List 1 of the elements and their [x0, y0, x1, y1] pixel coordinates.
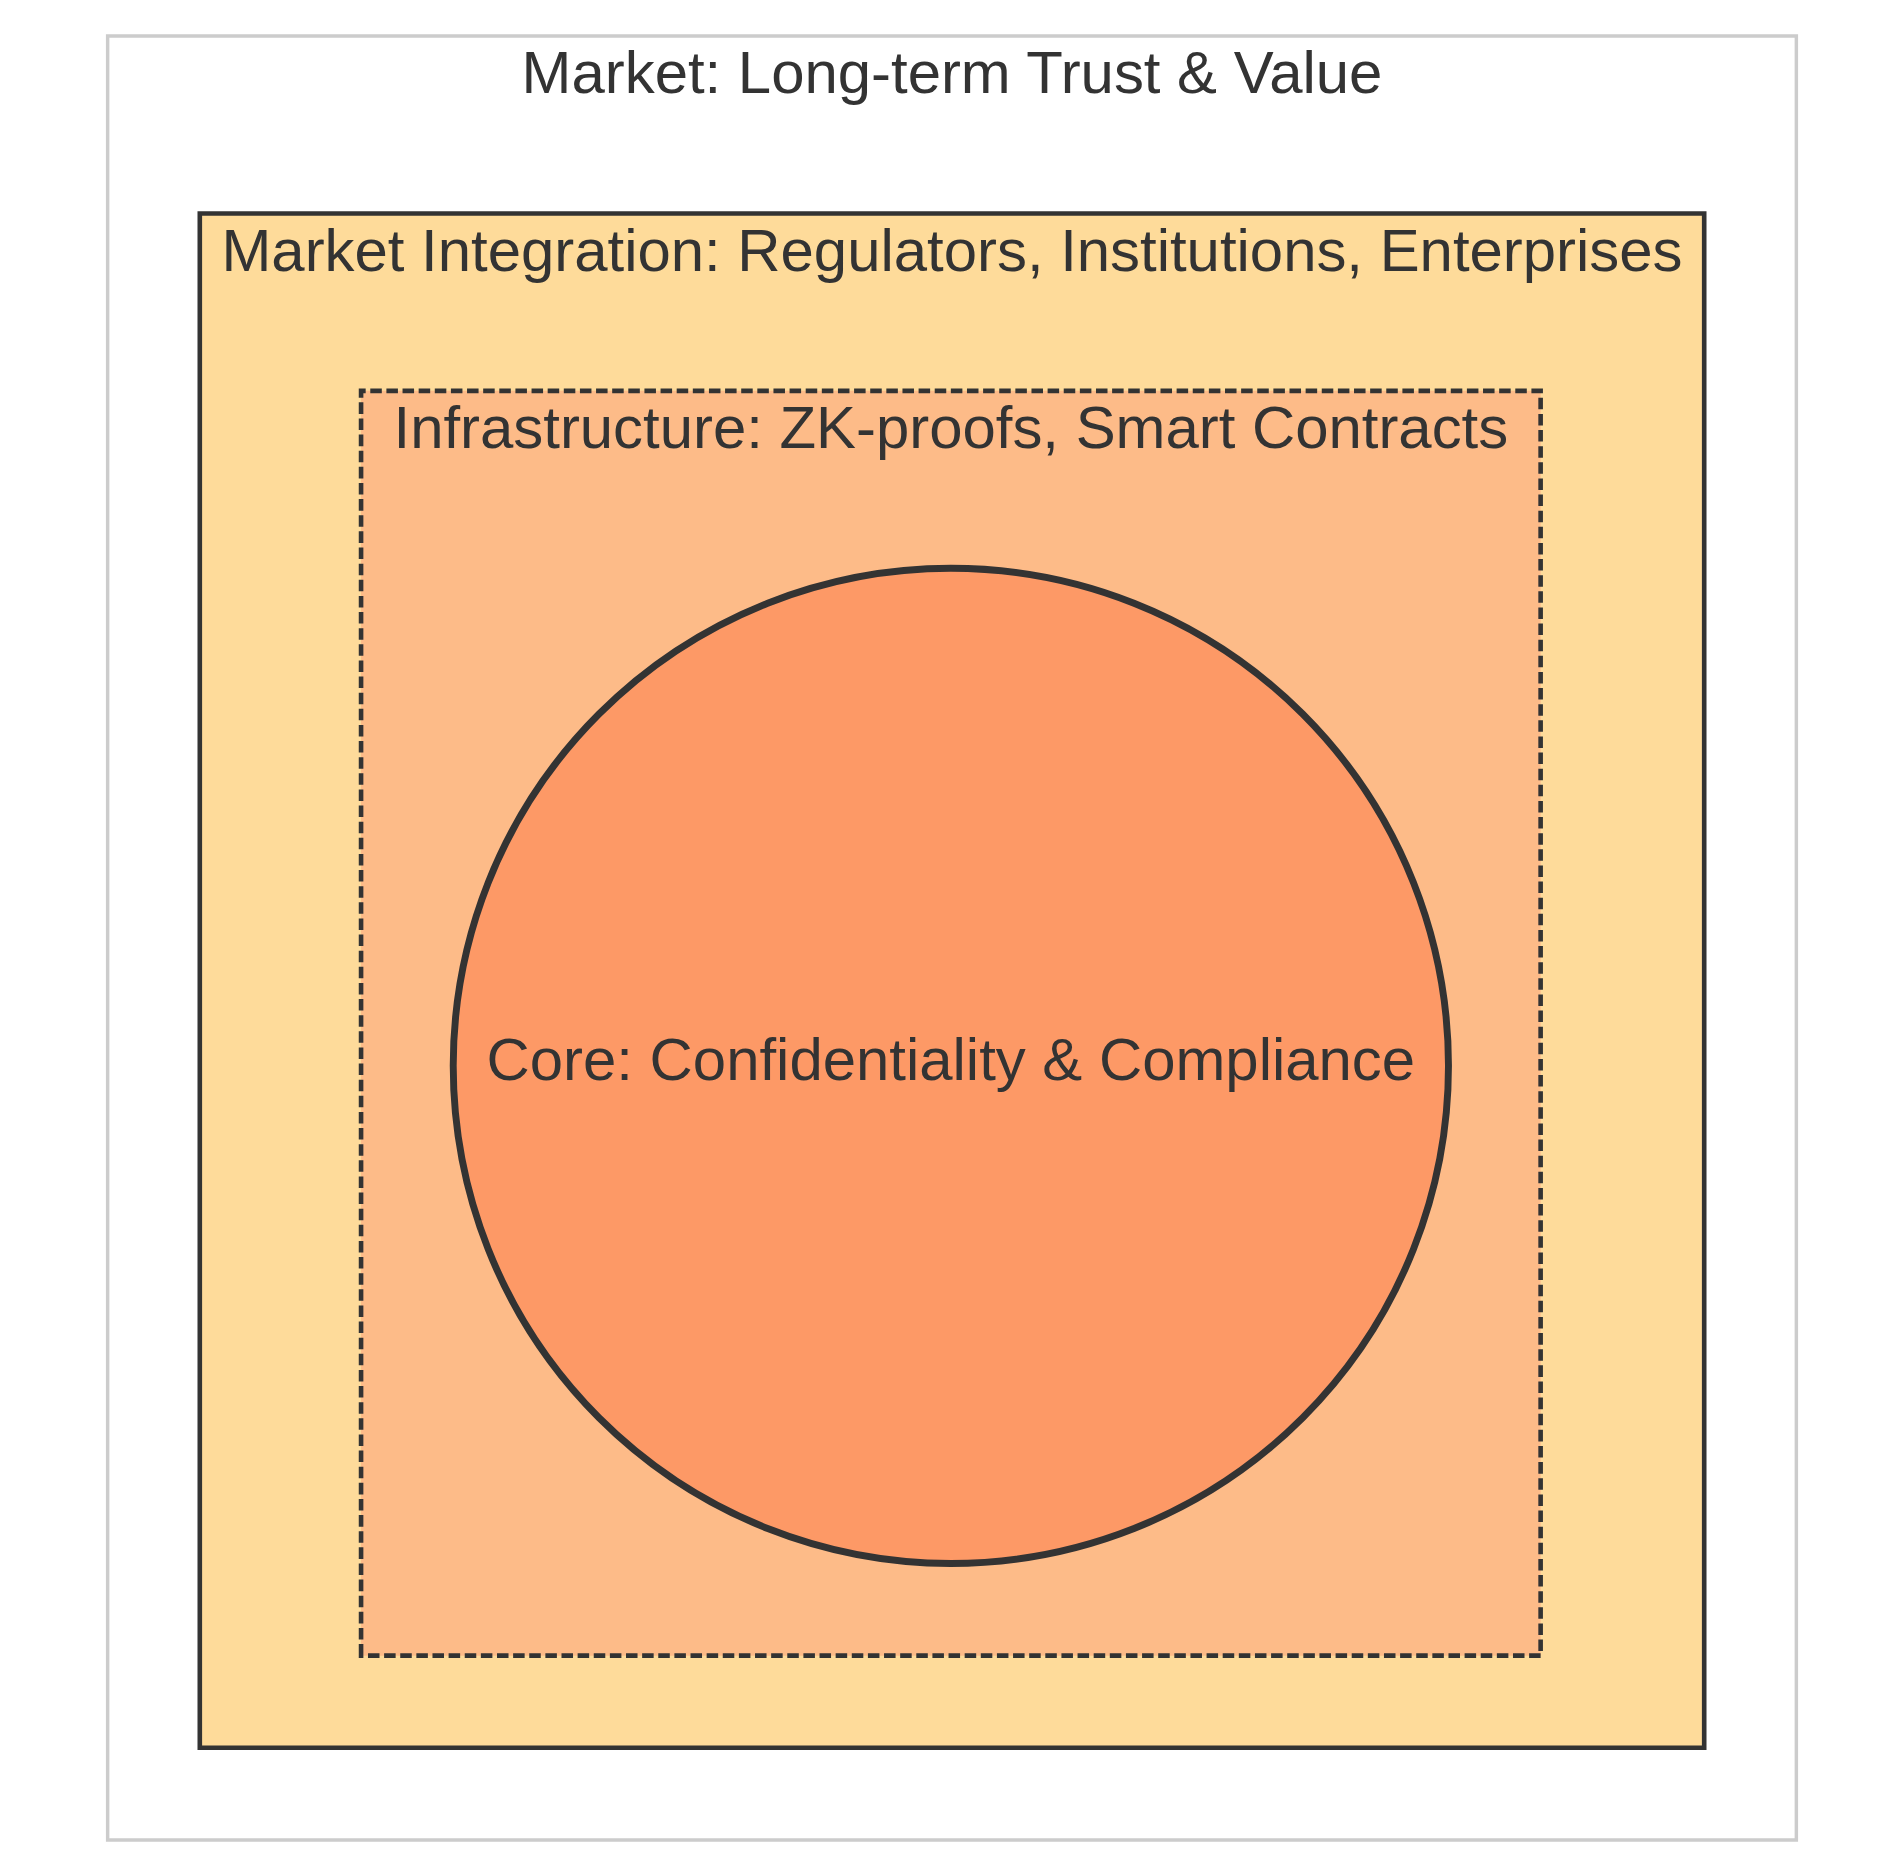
- node-circle: Core: Confidentiality & Compliance: [449, 564, 1452, 1567]
